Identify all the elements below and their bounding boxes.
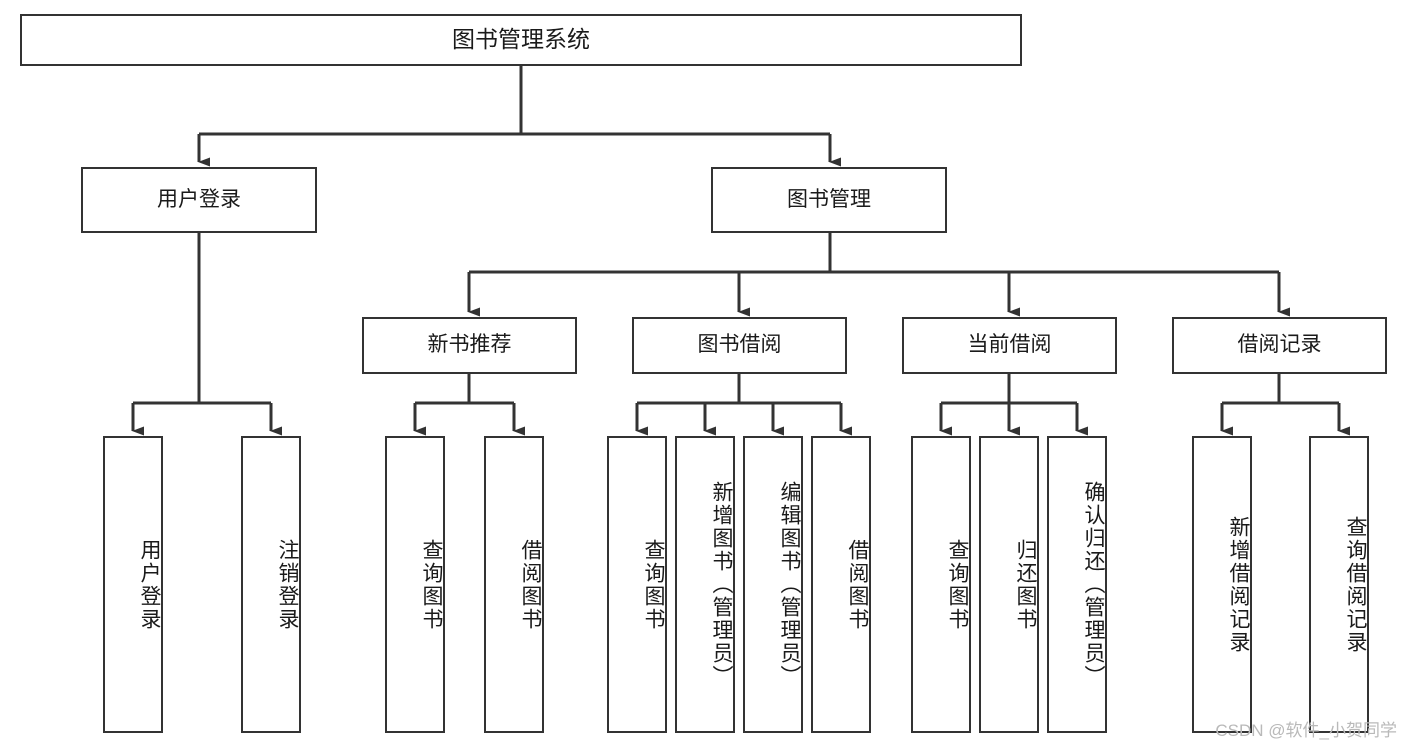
node-label: 用户登录 bbox=[138, 538, 161, 631]
node-label: 新增图书（管理员） bbox=[710, 481, 733, 688]
node-root-book-management-system[interactable]: 图书管理系统 bbox=[20, 14, 1022, 66]
leaf-borrow-book-recommend[interactable]: 借阅图书 bbox=[484, 436, 544, 733]
node-label: 新增借阅记录 bbox=[1227, 515, 1250, 654]
node-label: 编辑图书（管理员） bbox=[778, 481, 801, 688]
node-label: 图书管理 bbox=[787, 187, 871, 211]
leaf-add-borrow-record[interactable]: 新增借阅记录 bbox=[1192, 436, 1252, 733]
node-label: 新书推荐 bbox=[427, 333, 512, 357]
node-label: 借阅图书 bbox=[846, 538, 869, 631]
node-label: 用户登录 bbox=[157, 187, 241, 211]
node-label: 图书管理系统 bbox=[452, 26, 590, 53]
leaf-user-login[interactable]: 用户登录 bbox=[103, 436, 163, 733]
node-user-login[interactable]: 用户登录 bbox=[81, 167, 317, 233]
leaf-add-book-admin[interactable]: 新增图书（管理员） bbox=[675, 436, 735, 733]
leaf-edit-book-admin[interactable]: 编辑图书（管理员） bbox=[743, 436, 803, 733]
node-label: 确认归还（管理员） bbox=[1082, 481, 1105, 688]
leaf-query-borrow-record[interactable]: 查询借阅记录 bbox=[1309, 436, 1369, 733]
node-book-borrow[interactable]: 图书借阅 bbox=[632, 317, 847, 374]
node-label: 当前借阅 bbox=[967, 333, 1052, 357]
leaf-query-book-borrow[interactable]: 查询图书 bbox=[607, 436, 667, 733]
node-label: 查询图书 bbox=[420, 538, 443, 631]
leaf-query-book-current[interactable]: 查询图书 bbox=[911, 436, 971, 733]
node-label: 图书借阅 bbox=[697, 333, 782, 357]
node-label: 查询借阅记录 bbox=[1344, 515, 1367, 654]
leaf-logout-login[interactable]: 注销登录 bbox=[241, 436, 301, 733]
node-label: 查询图书 bbox=[642, 538, 665, 631]
node-current-borrow[interactable]: 当前借阅 bbox=[902, 317, 1117, 374]
node-label: 归还图书 bbox=[1014, 538, 1037, 631]
leaf-confirm-return-admin[interactable]: 确认归还（管理员） bbox=[1047, 436, 1107, 733]
node-label: 借阅图书 bbox=[519, 538, 542, 631]
node-new-book-recommend[interactable]: 新书推荐 bbox=[362, 317, 577, 374]
leaf-query-book-recommend[interactable]: 查询图书 bbox=[385, 436, 445, 733]
node-label: 借阅记录 bbox=[1237, 333, 1322, 357]
leaf-return-book[interactable]: 归还图书 bbox=[979, 436, 1039, 733]
node-label: 注销登录 bbox=[276, 538, 299, 631]
node-book-management[interactable]: 图书管理 bbox=[711, 167, 947, 233]
node-borrow-record[interactable]: 借阅记录 bbox=[1172, 317, 1387, 374]
watermark-text: CSDN @软件_小贺同学 bbox=[1215, 721, 1397, 740]
leaf-borrow-book-borrow[interactable]: 借阅图书 bbox=[811, 436, 871, 733]
node-label: 查询图书 bbox=[946, 538, 969, 631]
